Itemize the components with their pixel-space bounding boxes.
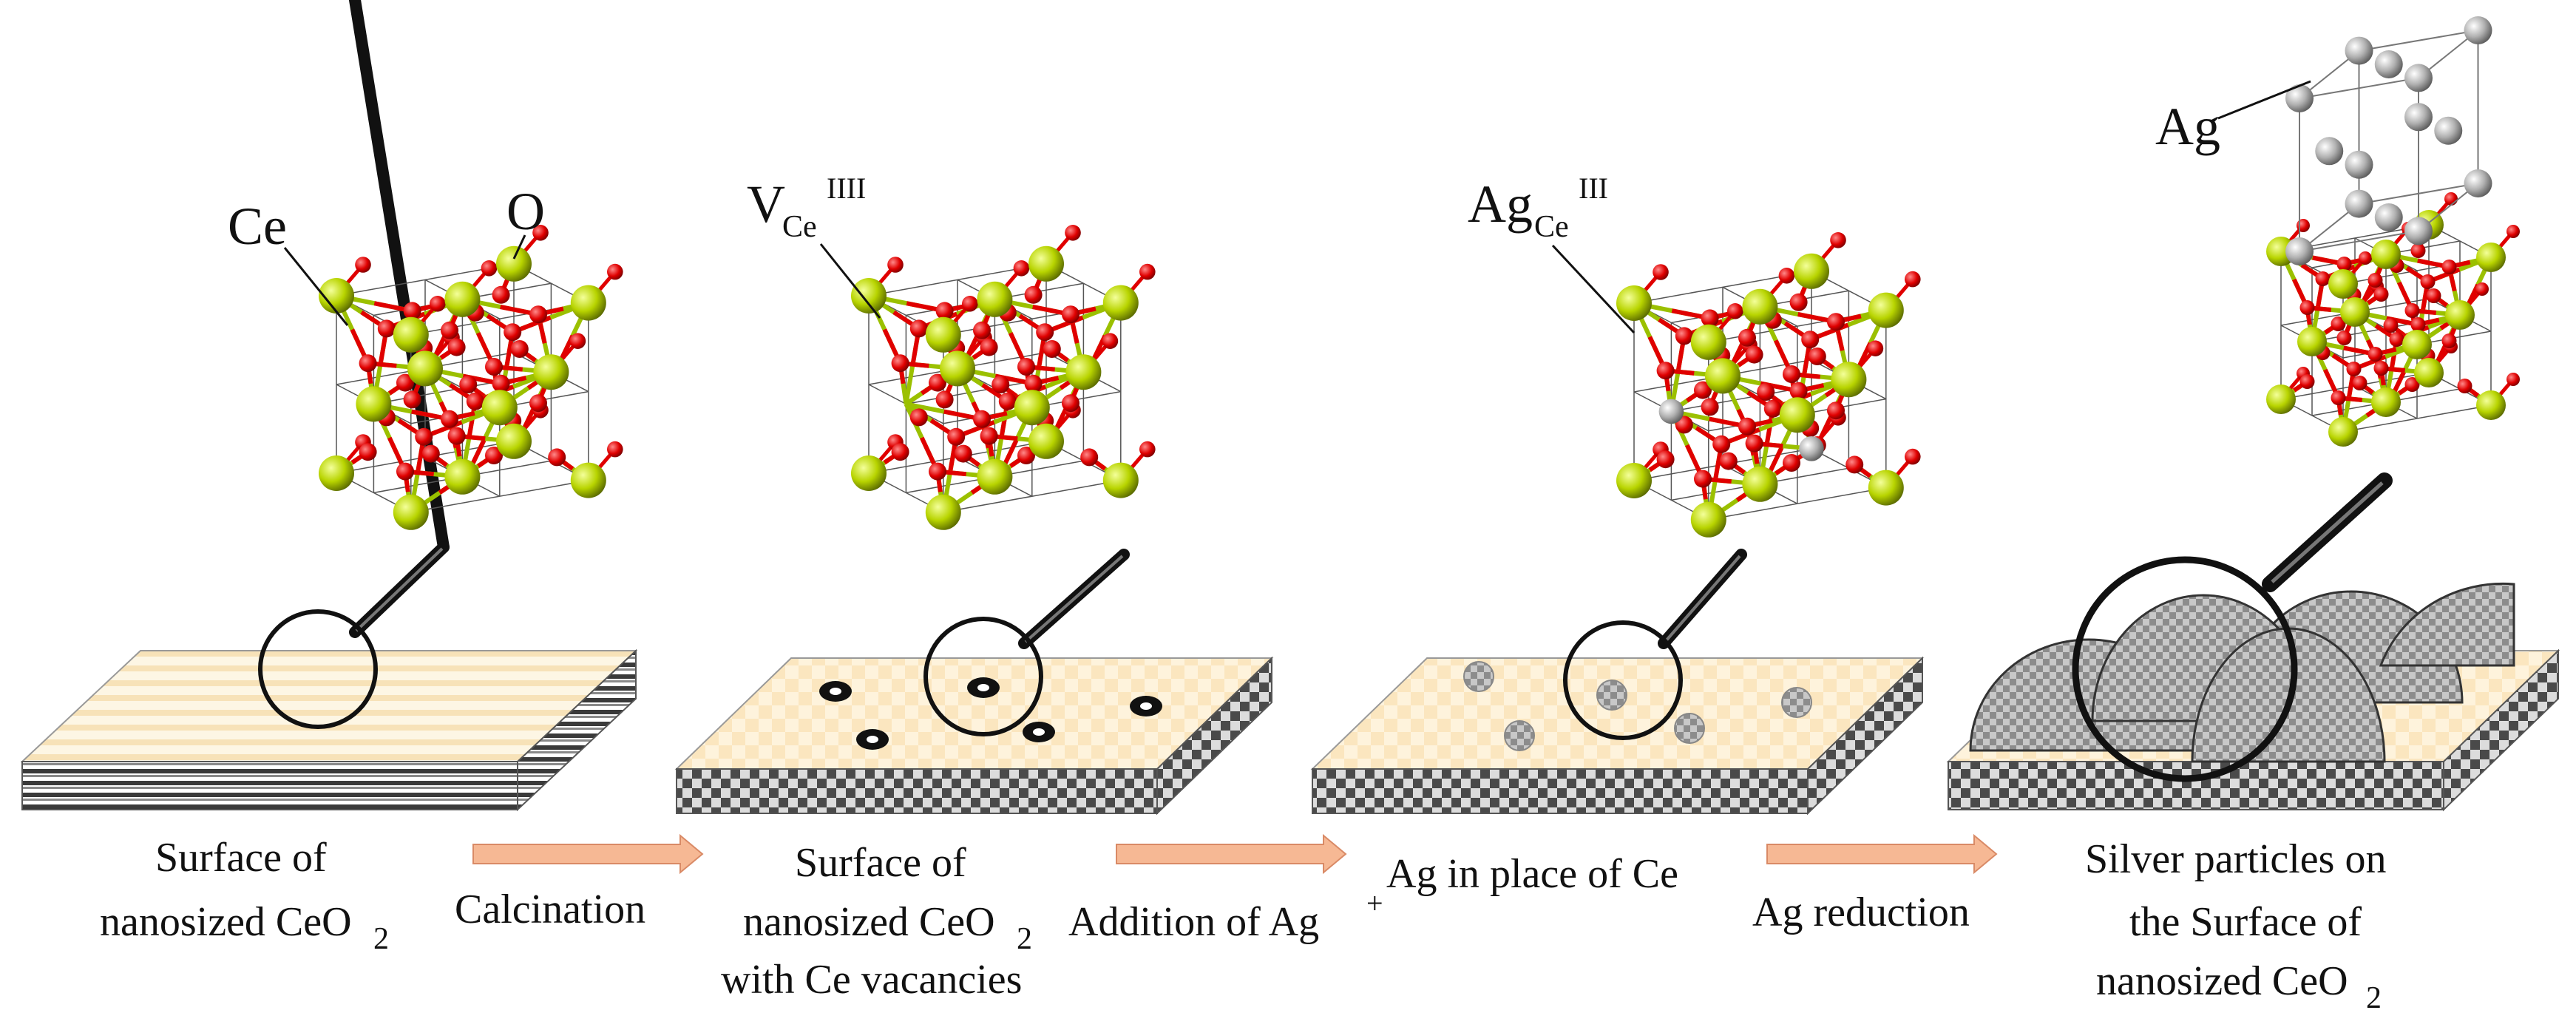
caption-2-line-2: nanosized CeO [743,899,995,945]
vacancy-marks [819,677,1162,750]
ce-label-group: Ce [228,197,349,326]
vacancy-label-sub: Ce [782,210,817,244]
magnifier-4 [2072,472,2393,782]
ag-unit-cell [2285,16,2492,265]
caption-4-line-1: Silver particles on [2085,836,2386,882]
caption-4-sub: 2 [2366,981,2382,1015]
ag-ce-label-sub: Ce [1534,210,1569,244]
step-label-ag-reduction: Ag reduction [1752,890,1970,935]
ceo2-crystal-structure-2 [851,225,1156,530]
vacancy-label-group: V Ce IIII [747,172,881,319]
surface-slab-3 [1310,656,1925,816]
silver-particles [1969,582,2515,763]
caption-2-sub: 2 [1017,922,1032,956]
ag-ce-label-sup: III [1579,172,1608,205]
o-atom-label: O [506,182,545,241]
arrow-calcination [472,833,704,875]
vacancy-label-main: V [747,175,785,234]
ag-substitution-dots [1463,661,1812,751]
ag-ce-label-group: Ag Ce III [1468,172,1636,334]
ceo2-crystal-structure-3 [1616,232,1921,538]
caption-4-line-3: nanosized CeO [2096,958,2348,1004]
caption-3-line-1: Ag in place of Ce [1386,851,1678,897]
ceo2-crystal-structure-1 [319,225,623,530]
vacancy-label-sup: IIII [827,172,866,205]
caption-stage-2: Surface of nanosized CeO 2 with Ce vacan… [721,840,1032,1003]
o-label-group: O [506,182,545,260]
step-label-addition: Addition of Ag + [1068,887,1383,945]
caption-stage-1: Surface of nanosized CeO 2 [100,835,389,956]
ag-atom-label: Ag [2155,97,2220,156]
caption-1-sub: 2 [373,922,389,956]
surface-slab-1 [20,648,638,812]
caption-4-line-2: the Surface of [2129,899,2362,945]
step-label-calcination: Calcination [455,887,645,932]
magnifier-2 [923,549,1130,736]
ag-label-group: Ag [2155,80,2311,156]
caption-stage-4: Silver particles on the Surface of nanos… [2085,836,2386,1015]
caption-2-line-3: with Ce vacancies [721,957,1022,1003]
ag-ce-label-main: Ag [1468,175,1533,234]
caption-2-line-1: Surface of [795,840,966,886]
ce-atom-label: Ce [228,197,287,256]
caption-1-line-1: Surface of [155,835,327,881]
caption-1-line-2: nanosized CeO [100,899,352,945]
step-label-addition-text: Addition of Ag [1068,899,1319,945]
magnifier-3 [1563,549,1747,740]
step-label-addition-sup: + [1366,887,1383,920]
arrow-addition-ag [1116,833,1347,875]
arrow-ag-reduction [1766,833,1998,875]
